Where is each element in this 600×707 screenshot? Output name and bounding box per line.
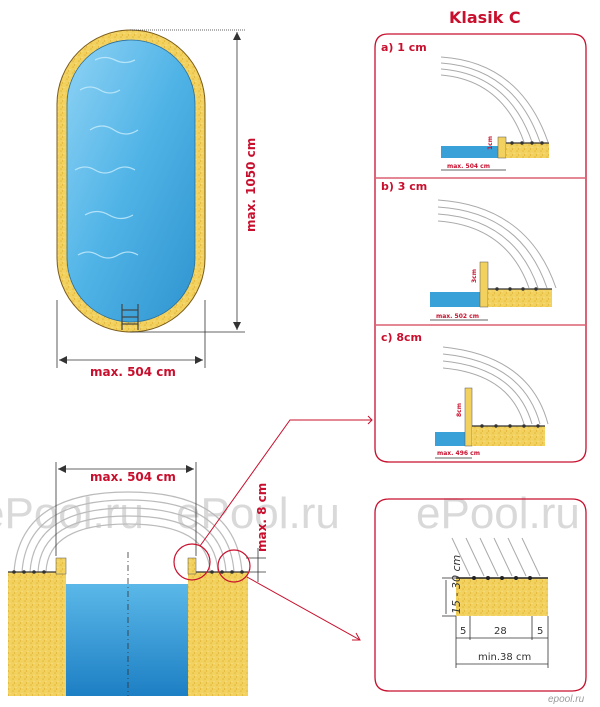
detail-seg-mid: 28 — [494, 626, 507, 637]
panel-b-width: max. 502 cm — [436, 313, 479, 320]
watermark-left: ePool.ru — [0, 489, 144, 538]
options-panel — [374, 33, 587, 463]
section-height-label: max. 8 cm — [255, 483, 269, 552]
panel-a — [440, 56, 549, 171]
panel-c-width: max. 496 cm — [437, 450, 480, 457]
panel-c-label: c) 8cm — [381, 331, 422, 344]
panel-a-height: 1cm — [487, 136, 494, 150]
panel-a-width: max. 504 cm — [447, 163, 490, 170]
title: Klasik C — [449, 8, 521, 27]
logo: epool.ru — [548, 694, 585, 705]
top-width-label: max. 504 cm — [90, 365, 176, 379]
panel-c-height: 8cm — [456, 403, 463, 417]
detail-seg-right: 5 — [537, 626, 543, 637]
ladder-icon — [121, 304, 139, 330]
detail-total-label: min.38 cm — [478, 652, 531, 663]
panel-a-label: a) 1 cm — [381, 41, 427, 54]
watermark-right: ePool.ru — [416, 489, 580, 538]
top-length-label: max. 1050 cm — [244, 138, 258, 232]
section-width-label: max. 504 cm — [90, 470, 176, 484]
panel-b — [430, 199, 557, 321]
panel-b-label: b) 3 cm — [381, 180, 427, 193]
detail-height-label: 15 - 30 cm — [450, 555, 463, 614]
detail-seg-left: 5 — [460, 626, 466, 637]
detail-panel — [374, 498, 587, 692]
cross-section — [8, 462, 266, 696]
panel-c — [435, 346, 549, 459]
watermark-center: ePool.ru — [176, 489, 340, 538]
connector-lines — [199, 415, 373, 641]
top-view-pool — [56, 29, 245, 368]
panel-b-height: 3cm — [471, 269, 478, 283]
